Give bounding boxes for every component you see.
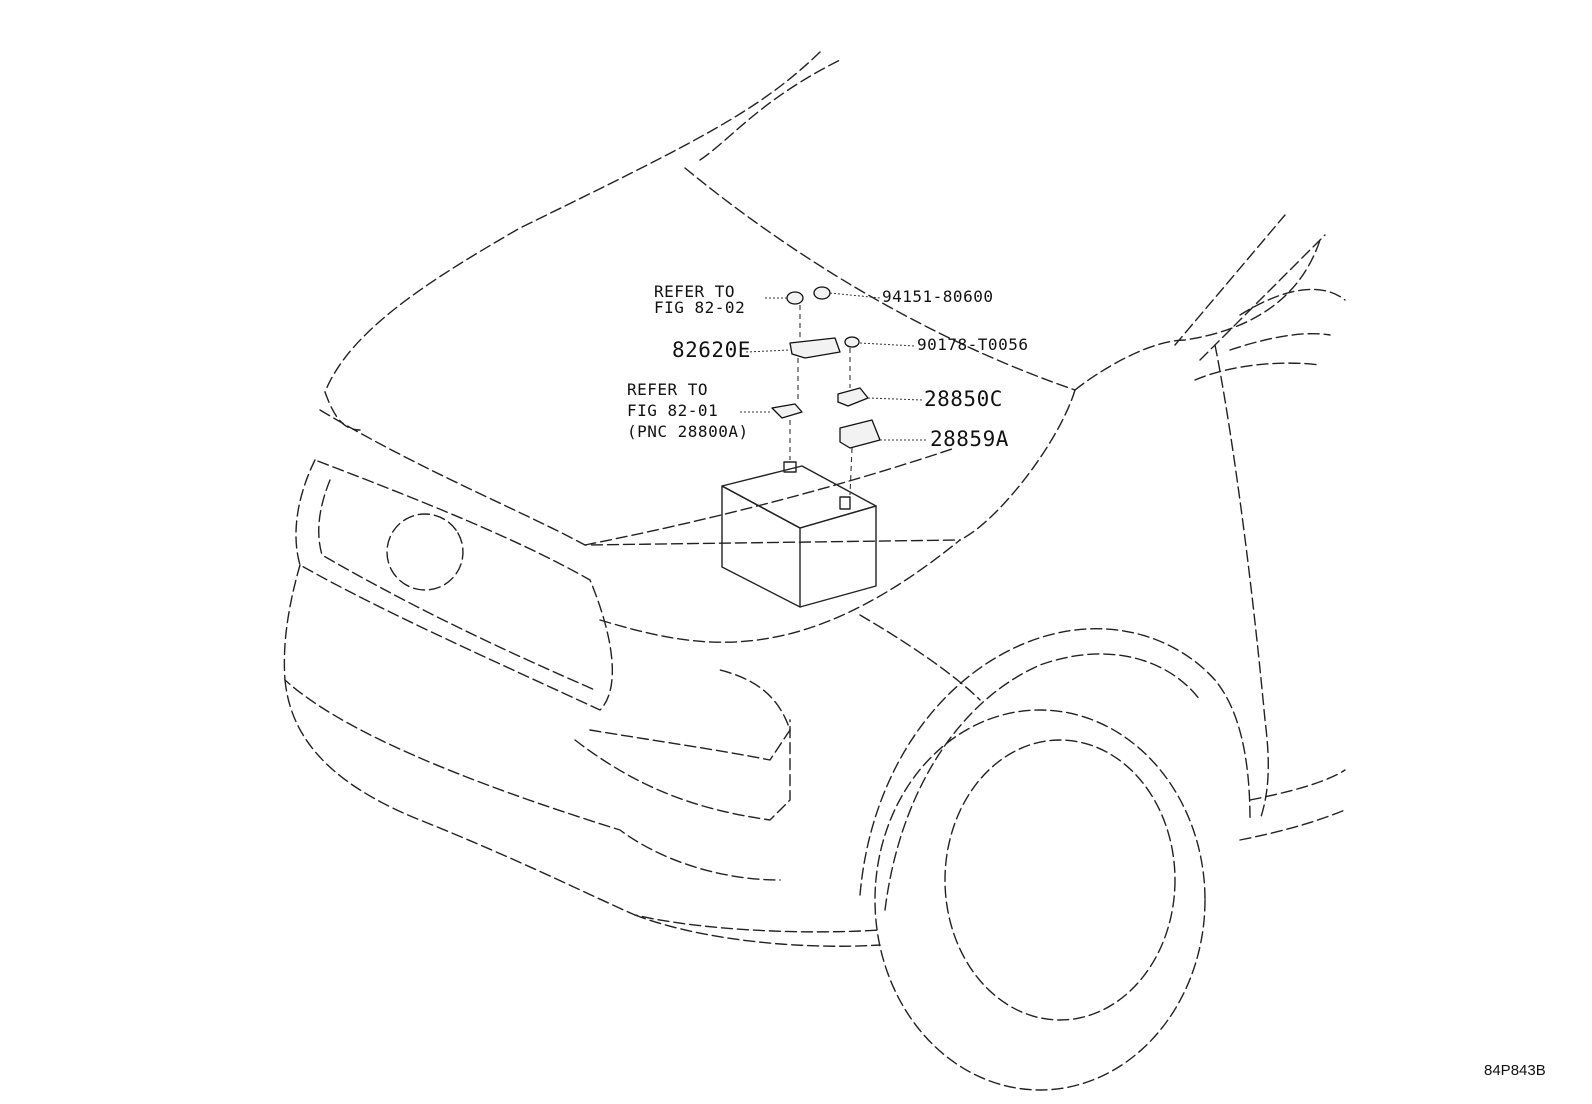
callout-90178-t0056: 90178-T0056 <box>917 335 1029 354</box>
hood-leading-lip <box>584 447 956 546</box>
battery-side <box>799 505 877 608</box>
wheel-arch-lip <box>884 653 1201 911</box>
guide-right <box>849 348 853 496</box>
callout-94151-80600: 94151-80600 <box>882 287 994 306</box>
nut-94151 <box>813 286 831 300</box>
callout-28859a: 28859A <box>930 427 1009 451</box>
bumper-upper <box>283 564 781 881</box>
headlamp-lower <box>599 539 961 643</box>
cover-28859a <box>839 419 881 449</box>
callout-ref-82-01-line3: (PNC 28800A) <box>627 421 749 441</box>
a-pillar <box>1174 214 1286 346</box>
hood-front-crease <box>324 391 361 431</box>
callout-82620e: 82620E <box>672 338 751 362</box>
fender-body-line <box>859 614 981 701</box>
callout-28850c: 28850C <box>924 387 1003 411</box>
grille-outer <box>295 459 614 711</box>
callout-ref-82-02-line1: REFER TO <box>654 282 736 301</box>
terminal-ref-82-01 <box>771 403 803 419</box>
bracket-82620e <box>789 337 841 359</box>
callout-ref-82-01-line1: REFER TO <box>627 380 709 399</box>
windshield-base <box>1074 239 1321 391</box>
emblem <box>386 513 464 591</box>
leader-90178 <box>859 342 916 347</box>
nut-ref-82-02 <box>786 291 804 305</box>
nut-90178 <box>844 336 860 348</box>
leader-82620e <box>745 349 791 353</box>
leader-94151 <box>829 292 881 299</box>
mirror <box>1194 288 1346 381</box>
rocker-line <box>1239 769 1346 841</box>
a-pillar-inner <box>1199 234 1326 361</box>
tire-outer <box>874 709 1206 1091</box>
tire-inner <box>944 739 1176 1021</box>
grille-inner <box>318 479 596 691</box>
hood-top-curve <box>699 59 841 161</box>
figure-id: 84P843B <box>1484 1062 1546 1079</box>
battery-terminal-neg <box>783 461 797 473</box>
callout-ref-82-02-line2: FIG 82-02 <box>654 298 746 317</box>
callout-ref-82-01-line2: FIG 82-01 <box>627 400 719 420</box>
guide-left <box>789 305 801 460</box>
battery-top <box>721 465 877 529</box>
hood-front-edge <box>319 409 961 546</box>
battery-front <box>721 485 801 608</box>
hood-center-line <box>684 167 1076 391</box>
bumper-chin <box>634 914 881 947</box>
wheel-arch <box>859 628 1251 896</box>
fog-lamp-frame <box>574 719 791 821</box>
bumper-lower <box>284 679 881 933</box>
battery-terminal-pos <box>839 496 851 510</box>
fog-lamp-housing <box>589 669 791 761</box>
leader-28850c <box>867 397 923 401</box>
hood-left-edge <box>324 51 821 393</box>
clamp-28850c <box>837 387 869 407</box>
fender-side <box>1214 344 1269 821</box>
fender-top <box>959 389 1076 541</box>
